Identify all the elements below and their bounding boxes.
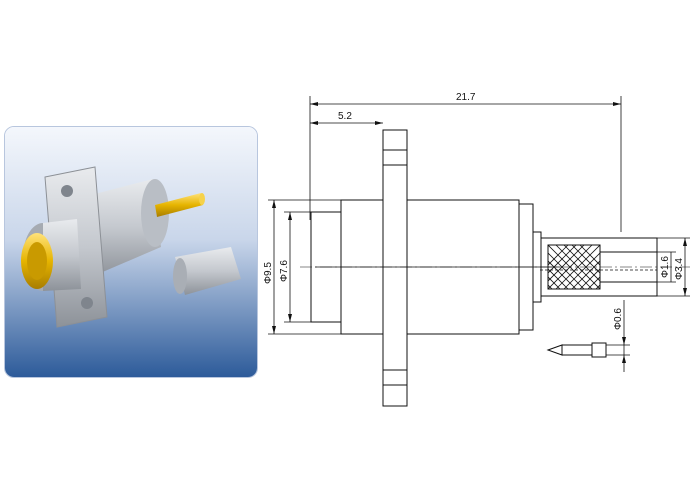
inner-diameter-label: Φ7.6 xyxy=(279,260,290,282)
product-render-image xyxy=(4,126,258,378)
outer-diameter-label: Φ9.5 xyxy=(263,262,274,284)
connector-render-icon xyxy=(5,127,257,377)
flange-offset-label: 5.2 xyxy=(338,111,352,122)
crimp-inner-diameter-label: Φ1.6 xyxy=(660,256,671,278)
pin-diameter-label: Φ0.6 xyxy=(613,308,624,330)
contact-pin-outline xyxy=(591,342,607,358)
overall-length-label: 21.7 xyxy=(456,92,476,103)
crimp-outer-diameter-label: Φ3.4 xyxy=(674,258,685,280)
pin-tip xyxy=(546,344,563,356)
flange-outline xyxy=(382,129,408,407)
